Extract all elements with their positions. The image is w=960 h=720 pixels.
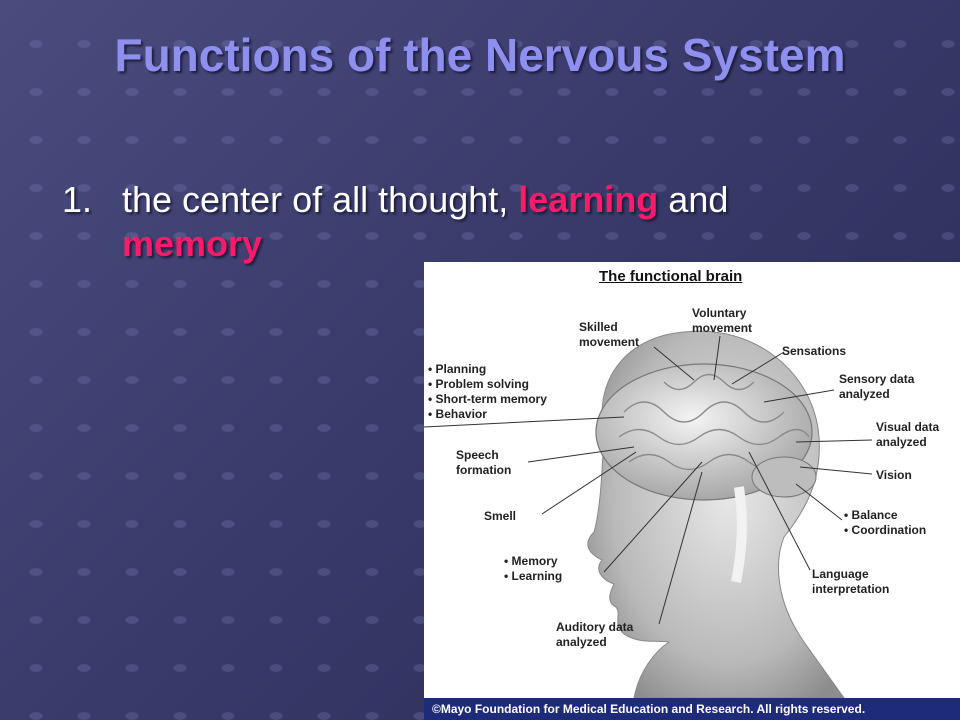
label-learning: Learning xyxy=(504,569,563,584)
brain-figure: The functional brain Skilled movement Vo… xyxy=(424,262,960,720)
label-text: Auditory data analyzed xyxy=(556,620,634,649)
label-problem-solving: Problem solving xyxy=(428,377,547,392)
bullet-number: 1. xyxy=(62,179,93,220)
slide-title: Functions of the Nervous System xyxy=(114,29,846,81)
label-balance: Balance xyxy=(844,508,926,523)
label-smell: Smell xyxy=(484,509,517,523)
label-auditory: Auditory data analyzed xyxy=(556,620,633,650)
label-memory: Memory xyxy=(504,554,562,569)
head-illustration xyxy=(424,330,873,699)
label-text: Sensory data analyzed xyxy=(839,372,915,401)
bullet-text-part1: the center of all thought, xyxy=(122,179,519,220)
label-speech: Speech formation xyxy=(456,448,511,478)
label-text: Skilled movement xyxy=(579,320,640,349)
label-memory-learning: Memory Learning xyxy=(504,554,563,584)
label-skilled-movement: Skilled movement xyxy=(579,320,639,350)
label-planning: Planning xyxy=(428,362,547,377)
label-text: Voluntary movement xyxy=(692,306,753,335)
label-language: Language interpretation xyxy=(812,567,889,597)
label-visual-data: Visual data analyzed xyxy=(876,420,939,450)
highlight-learning: learning xyxy=(518,179,659,220)
bullet-text-part2: and xyxy=(658,179,729,220)
label-text: Language interpretation xyxy=(812,567,890,596)
label-coordination: Coordination xyxy=(844,523,927,538)
bullet-text: the center of all thought, learning and m… xyxy=(122,178,882,266)
label-text: Speech formation xyxy=(456,448,512,477)
label-balance-coordination: Balance Coordination xyxy=(844,508,927,538)
figure-title: The functional brain xyxy=(599,268,743,285)
label-vision: Vision xyxy=(876,468,912,482)
label-sensations: Sensations xyxy=(782,344,847,358)
highlight-memory: memory xyxy=(122,223,263,264)
label-short-term-memory: Short-term memory xyxy=(428,392,547,407)
label-text: Visual data analyzed xyxy=(876,420,940,449)
label-sensory-data: Sensory data analyzed xyxy=(839,372,914,402)
label-voluntary-movement: Voluntary movement xyxy=(692,306,752,336)
copyright-bar: ©Mayo Foundation for Medical Education a… xyxy=(424,698,960,720)
label-behavior: Behavior xyxy=(428,407,547,422)
label-frontal-functions: Planning Problem solving Short-term memo… xyxy=(428,362,547,422)
